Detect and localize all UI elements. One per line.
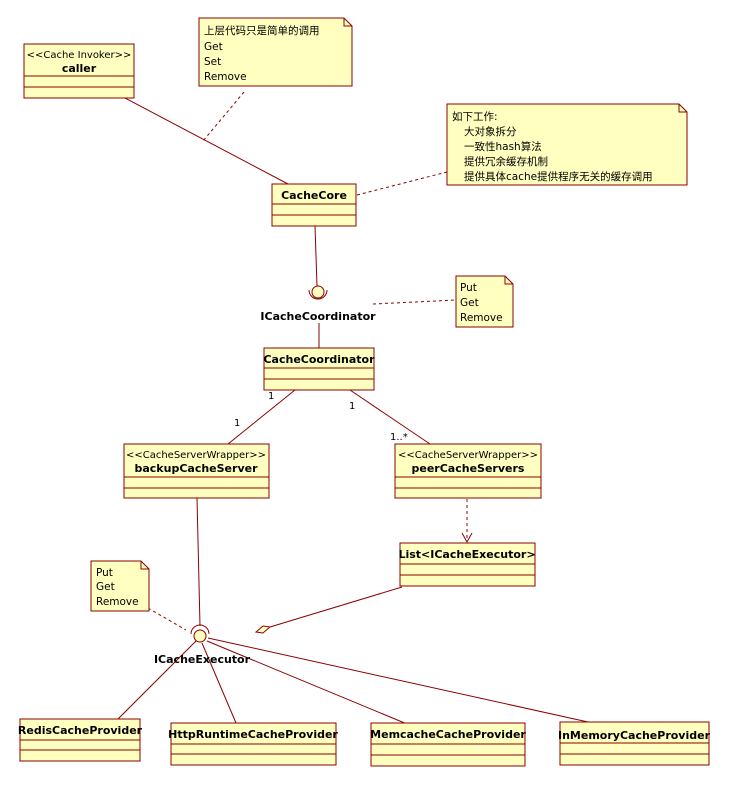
class-backupcacheserver-stereotype: <<CacheServerWrapper>> xyxy=(126,450,266,461)
class-inmemorycacheprovider-name: InMemoryCacheProvider xyxy=(558,729,711,742)
class-peercacheservers: <<CacheServerWrapper>> peerCacheServers xyxy=(394,443,542,499)
note-work-line-3: 提供冗余缓存机制 xyxy=(464,155,548,168)
note-top-line-3: Remove xyxy=(204,71,247,83)
class-backupcacheserver-name: backupCacheServer xyxy=(134,462,258,475)
class-list-icacheexecutor-name: List<ICacheExecutor> xyxy=(398,548,535,561)
note-top-line-2: Set xyxy=(204,56,221,68)
assoc-caller-cachecore xyxy=(124,97,289,185)
mult-backup-end: 1 xyxy=(234,418,240,429)
note-exec: Put Get Remove xyxy=(90,560,150,612)
class-list-icacheexecutor: List<ICacheExecutor> xyxy=(398,542,536,587)
note-link-exec xyxy=(147,607,187,631)
interface-icacheexecutor-label: ICacheExecutor xyxy=(154,653,251,666)
note-top-line-1: Get xyxy=(204,41,223,53)
interface-icachecoordinator: ICacheCoordinator xyxy=(260,285,376,323)
note-link-coord xyxy=(372,299,457,305)
assoc-backup-iexecutor xyxy=(196,497,201,627)
note-link-top xyxy=(202,91,245,142)
note-work: 如下工作: 大对象拆分 一致性hash算法 提供冗余缓存机制 提供具体cache… xyxy=(446,103,688,186)
note-coord: Put Get Remove xyxy=(455,275,514,328)
note-link-work xyxy=(356,171,448,196)
class-inmemorycacheprovider: InMemoryCacheProvider xyxy=(558,721,711,766)
note-work-line-4: 提供具体cache提供程序无关的缓存调用 xyxy=(464,170,653,183)
note-top: 上层代码只是简单的调用 Get Set Remove xyxy=(198,17,353,87)
note-work-line-2: 一致性hash算法 xyxy=(464,140,542,153)
class-caller-name: caller xyxy=(62,62,97,75)
class-cachecoordinator-name: CacheCoordinator xyxy=(263,353,375,366)
class-peercacheservers-name: peerCacheServers xyxy=(412,462,525,475)
class-memcachecacheprovider: MemcacheCacheProvider xyxy=(370,722,526,767)
mult-peer-end: 1..* xyxy=(390,432,408,443)
realize-redis xyxy=(117,640,197,720)
class-rediscacheprovider: RedisCacheProvider xyxy=(18,718,143,762)
aggregation-list-iexecutor xyxy=(269,586,403,628)
note-coord-line-0: Put xyxy=(460,282,477,294)
note-coord-line-1: Get xyxy=(460,297,479,309)
note-coord-line-2: Remove xyxy=(460,312,503,324)
dependency-arrowhead xyxy=(461,532,473,544)
realize-http xyxy=(201,642,237,724)
interface-icachecoordinator-label: ICacheCoordinator xyxy=(260,310,376,323)
mult-coord-backup: 1 xyxy=(268,391,274,402)
mult-coord-peer: 1 xyxy=(349,401,355,412)
realize-inmemory xyxy=(207,637,589,723)
realize-memcache xyxy=(206,640,408,725)
note-work-line-0: 如下工作: xyxy=(452,110,498,123)
note-top-line-0: 上层代码只是简单的调用 xyxy=(204,24,320,37)
class-cachecore: CacheCore xyxy=(271,183,357,227)
class-backupcacheserver: <<CacheServerWrapper>> backupCacheServer xyxy=(123,443,270,499)
class-httpruntimecacheprovider-name: HttpRuntimeCacheProvider xyxy=(168,728,338,741)
class-rediscacheprovider-name: RedisCacheProvider xyxy=(18,724,143,737)
class-caller-stereotype: <<Cache Invoker>> xyxy=(27,50,132,61)
assoc-coordinator-peer xyxy=(349,389,431,445)
aggregation-diamond xyxy=(254,625,272,634)
class-cachecoordinator: CacheCoordinator xyxy=(263,347,375,391)
note-exec-line-0: Put xyxy=(96,567,113,579)
interface-icacheexecutor: ICacheExecutor xyxy=(154,624,251,666)
note-exec-line-1: Get xyxy=(96,581,115,593)
note-exec-line-2: Remove xyxy=(96,596,139,608)
class-peercacheservers-stereotype: <<CacheServerWrapper>> xyxy=(398,450,538,461)
assoc-cachecore-icoordinator xyxy=(314,225,318,287)
class-httpruntimecacheprovider: HttpRuntimeCacheProvider xyxy=(168,722,338,766)
class-memcachecacheprovider-name: MemcacheCacheProvider xyxy=(370,728,526,741)
class-cachecore-name: CacheCore xyxy=(281,189,347,202)
note-work-line-1: 大对象拆分 xyxy=(464,125,517,138)
assoc-coordinator-backup xyxy=(227,389,296,445)
class-caller: <<Cache Invoker>> caller xyxy=(23,43,135,99)
